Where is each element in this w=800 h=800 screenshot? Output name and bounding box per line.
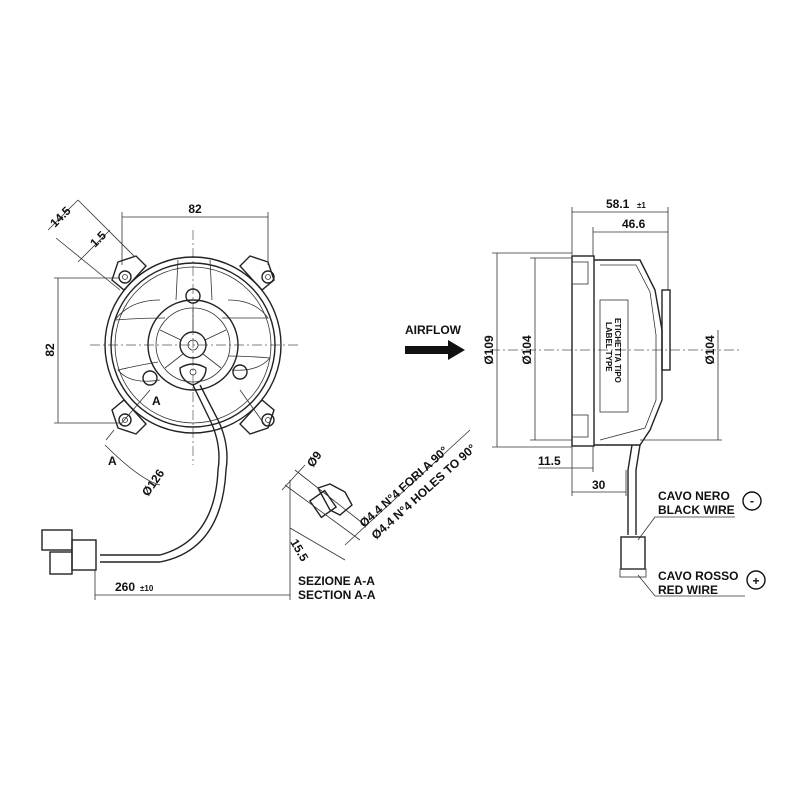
connector [71, 539, 97, 571]
power-cable [41, 384, 228, 575]
dim-wire-exit: 30 [592, 478, 606, 492]
red-wire-label-it: CAVO ROSSO [658, 569, 738, 583]
dim-mount-width: 82 [188, 202, 202, 216]
black-wire-symbol: - [750, 494, 754, 508]
red-wire-symbol: + [752, 574, 759, 588]
dim-ear-offset: 14.5 [47, 203, 74, 230]
holes-note-en: Ø4.4 N°4 HOLES TO 90° [369, 441, 479, 542]
black-wire-label-en: BLACK WIRE [658, 503, 735, 517]
wire-legend: CAVO NERO BLACK WIRE - CAVO ROSSO RED WI… [637, 489, 766, 597]
section-marker-a: A [152, 394, 161, 408]
dim-diameter: Ø126 [139, 466, 167, 498]
fan-shroud-outer [104, 256, 282, 434]
plus-icon [746, 570, 766, 590]
dim-depth: 15.5 [287, 537, 311, 565]
dim-body-depth: 46.6 [622, 217, 646, 231]
side-connector [620, 536, 646, 570]
motor-hub [142, 288, 248, 391]
side-view: ETICHETTA TIPO LABEL TYPE 58.1 ±1 46.6 Ø… [482, 197, 740, 578]
dim-wire-length: 260 [115, 580, 135, 594]
section-marker-a2: A [108, 454, 117, 468]
mounting-ears [111, 255, 275, 435]
dim-hole-diameter: Ø9 [304, 448, 325, 469]
dim-flange: 11.5 [538, 454, 561, 468]
dim-flange-outer: Ø109 [482, 335, 496, 365]
black-wire-label-it: CAVO NERO [658, 489, 730, 503]
dim-mount-height: 82 [43, 343, 57, 357]
dim-motor: Ø104 [703, 335, 717, 365]
label-type-it: ETICHETTA TIPO [613, 318, 622, 383]
minus-icon [742, 491, 762, 511]
red-wire-label-en: RED WIRE [658, 583, 718, 597]
dim-ear-thickness: 1.5 [87, 228, 109, 250]
dim-flange-inner: Ø104 [520, 335, 534, 365]
airflow-label: AIRFLOW [405, 323, 462, 337]
dim-wire-tolerance: ±10 [140, 584, 154, 593]
flange [571, 255, 595, 447]
airflow-arrow-icon [405, 340, 465, 360]
front-view: 82 82 14.5 1.5 A A Ø126 260 ±10 [41, 199, 300, 600]
section-title-it: SEZIONE A-A [298, 574, 375, 588]
section-title-en: SECTION A-A [298, 588, 376, 602]
airflow-indicator: AIRFLOW [405, 323, 465, 360]
dim-total-tolerance: ±1 [637, 201, 646, 210]
type-label [599, 299, 629, 413]
section-a-a: Ø9 15.5 Ø4.4 N°4 FORI A 90° Ø4.4 N°4 HOL… [281, 429, 479, 602]
label-type-en: LABEL TYPE [604, 322, 613, 372]
dim-total-depth: 58.1 [606, 197, 630, 211]
